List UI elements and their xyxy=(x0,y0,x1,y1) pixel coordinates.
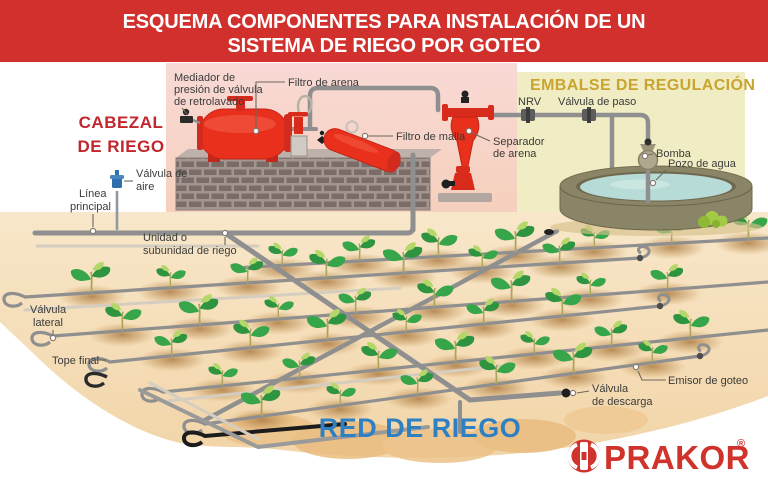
cross-manifold-pipe xyxy=(202,228,560,423)
svg-text:aire: aire xyxy=(136,181,154,193)
svg-text:Válvula de paso: Válvula de paso xyxy=(558,96,636,108)
nrv-valve xyxy=(521,107,535,123)
bush xyxy=(698,211,728,228)
manifold-fitting xyxy=(544,229,554,235)
label-valvula-descarga: Válvula de descarga xyxy=(569,383,653,408)
embalse-feed-pipe xyxy=(489,112,651,205)
label-emisor-goteo: Emisor de goteo xyxy=(632,363,748,387)
cabezal-title-line2: DE RIEGO xyxy=(77,137,164,156)
svg-text:lateral: lateral xyxy=(33,317,63,329)
screen-filter-handle xyxy=(345,120,359,134)
label-tope-final: Tope final xyxy=(52,355,106,367)
svg-text:Mediador de: Mediador de xyxy=(174,72,235,84)
svg-text:presión de válvula: presión de válvula xyxy=(174,84,264,96)
svg-text:principal: principal xyxy=(70,201,111,213)
label-linea-principal: Línea principal xyxy=(70,188,111,235)
svg-text:Pozo de agua: Pozo de agua xyxy=(668,158,737,170)
svg-text:Válvula: Válvula xyxy=(30,304,67,316)
registered-mark: ® xyxy=(737,438,745,450)
label-separador: Separador de arena xyxy=(465,127,545,160)
flush-v-pipes xyxy=(138,381,430,449)
label-nrv: NRV xyxy=(518,96,542,109)
svg-text:Tope final: Tope final xyxy=(52,355,99,367)
svg-text:Unidad o: Unidad o xyxy=(143,232,187,244)
label-pozo-agua: Pozo de agua xyxy=(649,158,737,187)
prakor-logo: PRAKOR ® xyxy=(567,438,750,476)
overhead-pipe xyxy=(307,85,441,131)
embalse-title: EMBALSE DE REGULACIÓN xyxy=(530,75,755,94)
svg-text:de retrolavado: de retrolavado xyxy=(174,96,244,108)
svg-text:Filtro de malla: Filtro de malla xyxy=(396,131,466,143)
svg-text:Bomba: Bomba xyxy=(656,148,692,160)
screen-filter xyxy=(323,128,401,173)
svg-text:Filtro de arena: Filtro de arena xyxy=(288,77,360,89)
shutoff-valve xyxy=(582,107,596,123)
red-de-riego-title: RED DE RIEGO xyxy=(319,413,522,443)
air-valve xyxy=(110,170,124,230)
svg-text:Línea: Línea xyxy=(79,188,107,200)
prakor-logo-icon xyxy=(567,439,601,473)
label-bomba: Bomba xyxy=(641,148,692,160)
svg-text:NRV: NRV xyxy=(518,96,542,108)
label-valvula-lateral: Válvula lateral xyxy=(30,304,67,342)
title-line1: ESQUEMA COMPONENTES PARA INSTALACIÓN DE … xyxy=(123,9,646,33)
svg-text:Separador: Separador xyxy=(493,136,545,148)
title-banner: ESQUEMA COMPONENTES PARA INSTALACIÓN DE … xyxy=(0,0,768,62)
label-unidad-riego: Unidad o subunidad de riego xyxy=(143,229,237,257)
svg-text:Válvula de: Válvula de xyxy=(136,168,187,180)
label-filtro-malla: Filtro de malla xyxy=(361,131,466,143)
svg-text:Emisor de goteo: Emisor de goteo xyxy=(668,375,748,387)
label-valvula-paso: Válvula de paso xyxy=(558,96,636,109)
discharge-valve xyxy=(561,388,571,398)
wet-spot xyxy=(714,231,768,256)
svg-text:subunidad de riego: subunidad de riego xyxy=(143,245,237,257)
label-mediador: Mediador de presión de válvula de retrol… xyxy=(174,72,264,115)
svg-text:de descarga: de descarga xyxy=(592,396,653,408)
title-line2: SISTEMA DE RIEGO POR GOTEO xyxy=(228,35,541,57)
sand-filter-tank xyxy=(197,96,292,162)
svg-text:Válvula: Válvula xyxy=(592,383,629,395)
submain-diagonal-pipe xyxy=(222,230,563,403)
label-valvula-aire: Válvula de aire xyxy=(124,168,187,193)
svg-text:de arena: de arena xyxy=(493,148,537,160)
prakor-logo-text: PRAKOR xyxy=(604,439,750,476)
label-filtro-arena: Filtro de arena xyxy=(252,77,360,135)
cabezal-title-line1: CABEZAL xyxy=(79,113,164,132)
